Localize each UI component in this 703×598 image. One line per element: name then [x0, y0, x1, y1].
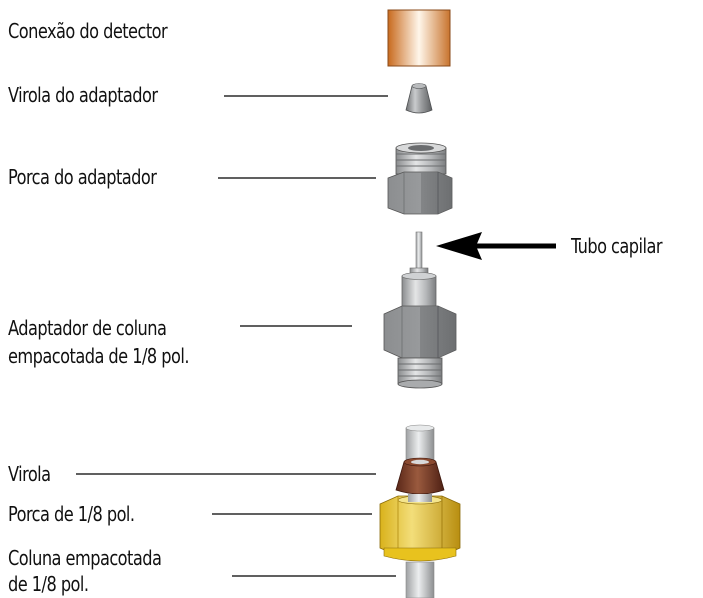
ferrule-part	[395, 457, 445, 495]
label-adapter-ferrule: Virola do adaptador	[8, 83, 158, 107]
label-nut-1-8: Porca de 1/8 pol.	[8, 502, 135, 526]
adapter-ferrule-part	[405, 83, 433, 114]
label-ferrule: Virola	[8, 462, 51, 486]
nut-1-8-part	[379, 494, 461, 562]
packed-column-adapter-part	[383, 267, 457, 389]
label-packed-column-adapter-line1: Adaptador de coluna	[8, 316, 167, 340]
label-adapter-nut: Porca do adaptador	[8, 165, 157, 189]
label-capillary-tube: Tubo capilar	[571, 234, 662, 258]
detector-connection-part	[387, 9, 451, 67]
label-detector-connection: Conexão do detector	[8, 19, 168, 43]
packed-column-tube-lower	[405, 561, 435, 598]
adapter-nut-part	[387, 142, 453, 215]
leader-lines	[76, 95, 396, 577]
label-packed-column-line2: de 1/8 pol.	[8, 572, 89, 596]
label-packed-column-line1: Coluna empacotada	[8, 546, 162, 570]
arrow-left-icon	[436, 232, 556, 260]
label-packed-column-adapter-line2: empacotada de 1/8 pol.	[8, 344, 189, 368]
